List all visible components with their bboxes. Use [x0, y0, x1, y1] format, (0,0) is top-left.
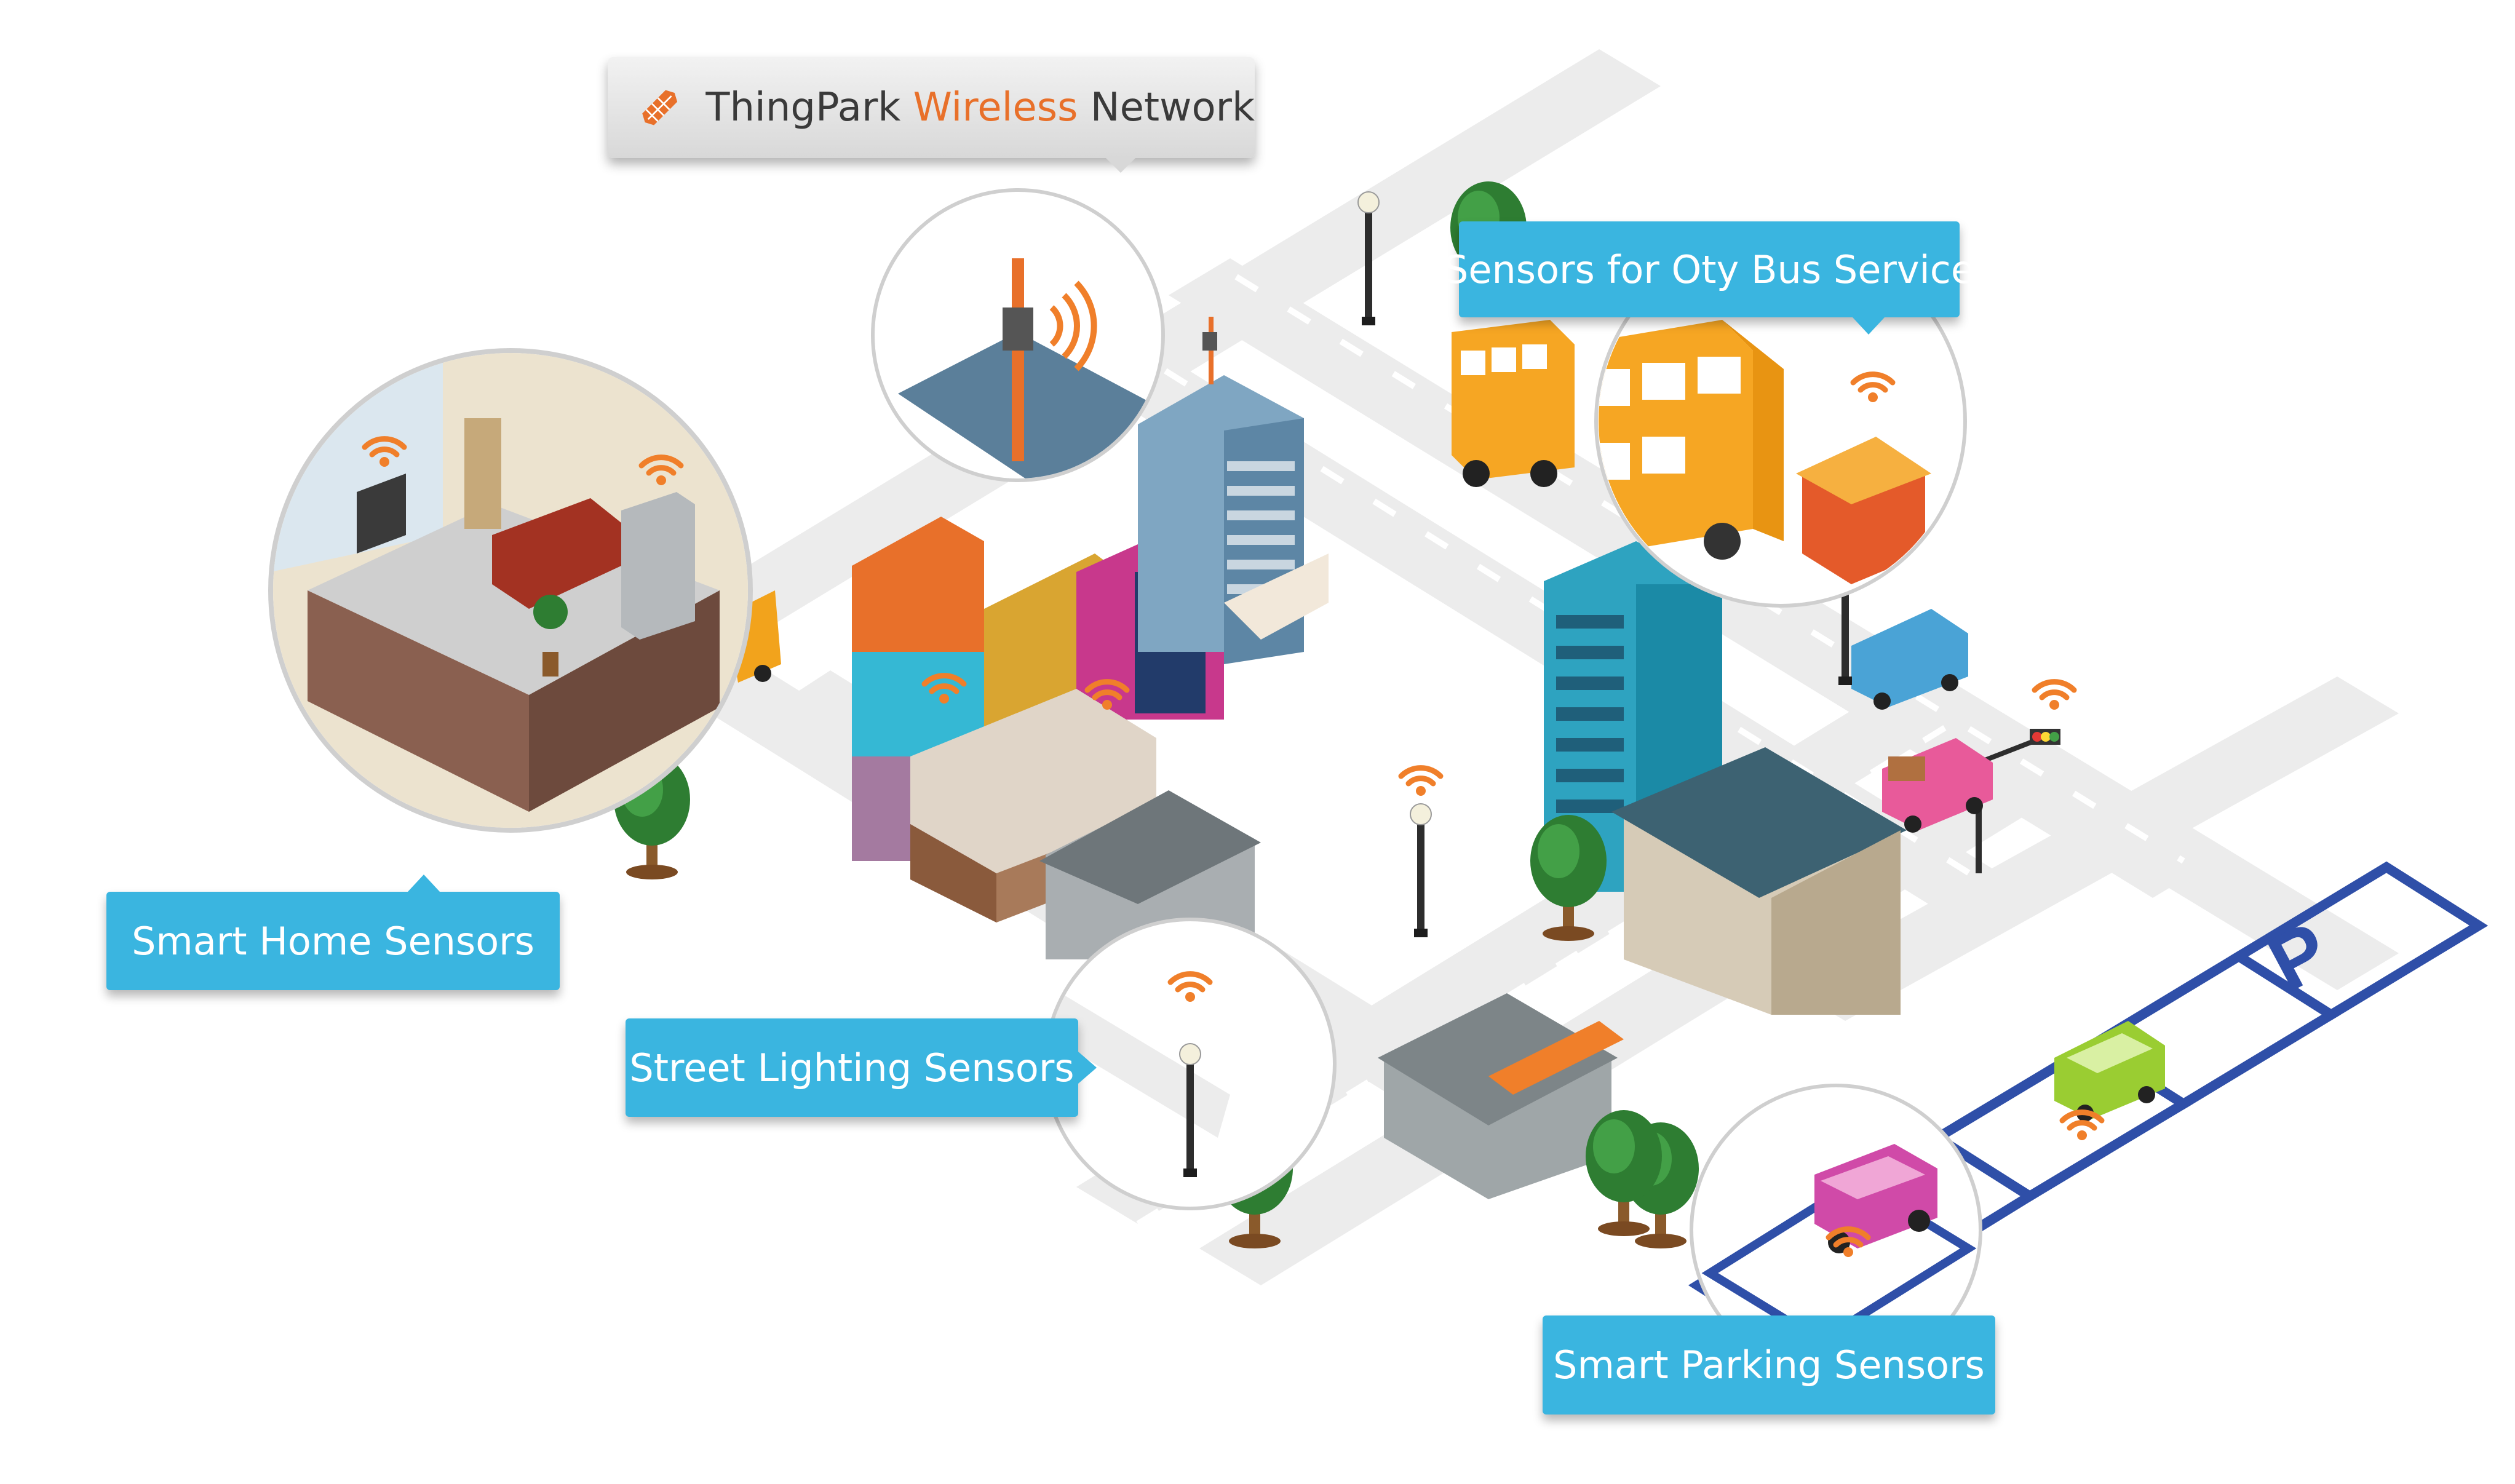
brand-pointer — [1106, 158, 1135, 173]
double-decker-bus-back — [1452, 320, 1575, 487]
magnifier-street-lamp — [1044, 918, 1337, 1210]
brand-name-part1: ThingPark — [705, 85, 913, 130]
callout-bus-label: Sensors for Oty Bus Service — [1444, 247, 1974, 292]
street-lamp-icon — [1410, 803, 1432, 938]
brand-name-part2: Network — [1078, 85, 1255, 130]
callout-bus-service: Sensors for Oty Bus Service — [1444, 221, 1974, 317]
office-tower — [1138, 317, 1329, 664]
callout-bus-pointer — [1853, 317, 1885, 335]
callout-parking-label: Smart Parking Sensors — [1553, 1343, 1985, 1387]
callout-street-pointer — [1078, 1052, 1097, 1084]
callout-smart-home: Smart Home Sensors — [106, 892, 560, 990]
brand-header: ThingPark Wireless Network — [608, 57, 1255, 158]
callout-street-lighting: Street Lighting Sensors — [626, 1018, 1078, 1117]
traffic-light — [1976, 729, 2060, 873]
wifi-signal-icon — [1401, 768, 1440, 796]
hotel-building — [1611, 747, 1907, 1015]
grey-house — [1039, 790, 1261, 959]
callout-street-label: Street Lighting Sensors — [629, 1045, 1075, 1090]
blue-truck — [1851, 609, 1968, 710]
magnifier-antenna — [871, 188, 1165, 482]
callout-smart-parking: Smart Parking Sensors — [1543, 1315, 1995, 1415]
callout-home-label: Smart Home Sensors — [132, 918, 534, 964]
magnifier-smart-home — [268, 348, 753, 833]
callout-home-pointer — [408, 875, 440, 892]
wifi-signal-icon — [2035, 682, 2074, 710]
green-car — [2054, 1021, 2165, 1122]
thingpark-logo-icon — [642, 90, 678, 125]
pink-pickup — [1882, 738, 1993, 833]
warehouse — [1378, 993, 1624, 1199]
tree-icon — [1586, 1110, 1662, 1236]
magnifier-parking — [1690, 1084, 1982, 1376]
brand-name-accent: Wireless — [913, 85, 1078, 130]
brand-name: ThingPark Wireless Network — [705, 85, 1255, 130]
